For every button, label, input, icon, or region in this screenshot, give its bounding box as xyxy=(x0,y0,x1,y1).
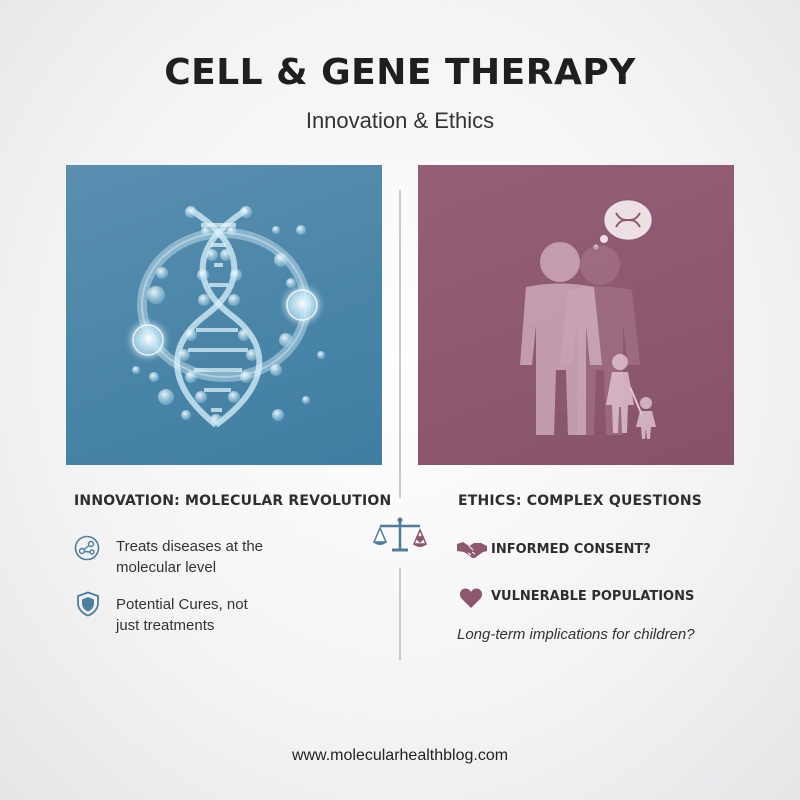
innovation-item-1-line1: Treats diseases at the xyxy=(116,538,264,555)
page-title: CELL & GENE THERAPY xyxy=(164,52,636,93)
heart-icon xyxy=(459,587,483,614)
handshake-icon xyxy=(456,538,488,565)
molecule-icon xyxy=(74,535,100,566)
ethics-heading: ETHICS: COMPLEX QUESTIONS xyxy=(458,493,703,509)
ethics-illustration xyxy=(418,165,734,465)
vulnerable-populations-label: VULNERABLE POPULATIONS xyxy=(491,589,695,604)
innovation-item-2-line2: just treatments xyxy=(116,617,215,634)
balance-scale-icon xyxy=(370,516,430,561)
page-subtitle: Innovation & Ethics xyxy=(305,108,495,133)
dna-helix-illustration xyxy=(130,206,325,428)
center-divider-bottom xyxy=(399,568,401,660)
family-silhouette-illustration xyxy=(520,199,656,439)
shield-icon xyxy=(76,591,100,622)
innovation-item-1-line2: molecular level xyxy=(116,559,217,576)
footer-url: www.molecularhealthblog.com xyxy=(291,747,509,764)
innovation-item-2: Potential Cures, not just treatments xyxy=(116,594,248,636)
thought-bubble-icon xyxy=(593,199,653,250)
children-implications-note: Long-term implications for children? xyxy=(457,626,695,643)
center-divider-top xyxy=(399,190,401,498)
innovation-illustration xyxy=(66,165,382,465)
innovation-item-1: Treats diseases at the molecular level xyxy=(116,536,263,578)
informed-consent-label: INFORMED CONSENT? xyxy=(491,542,651,557)
innovation-heading: INNOVATION: MOLECULAR REVOLUTION xyxy=(74,493,392,509)
innovation-item-2-line1: Potential Cures, not xyxy=(116,596,248,613)
